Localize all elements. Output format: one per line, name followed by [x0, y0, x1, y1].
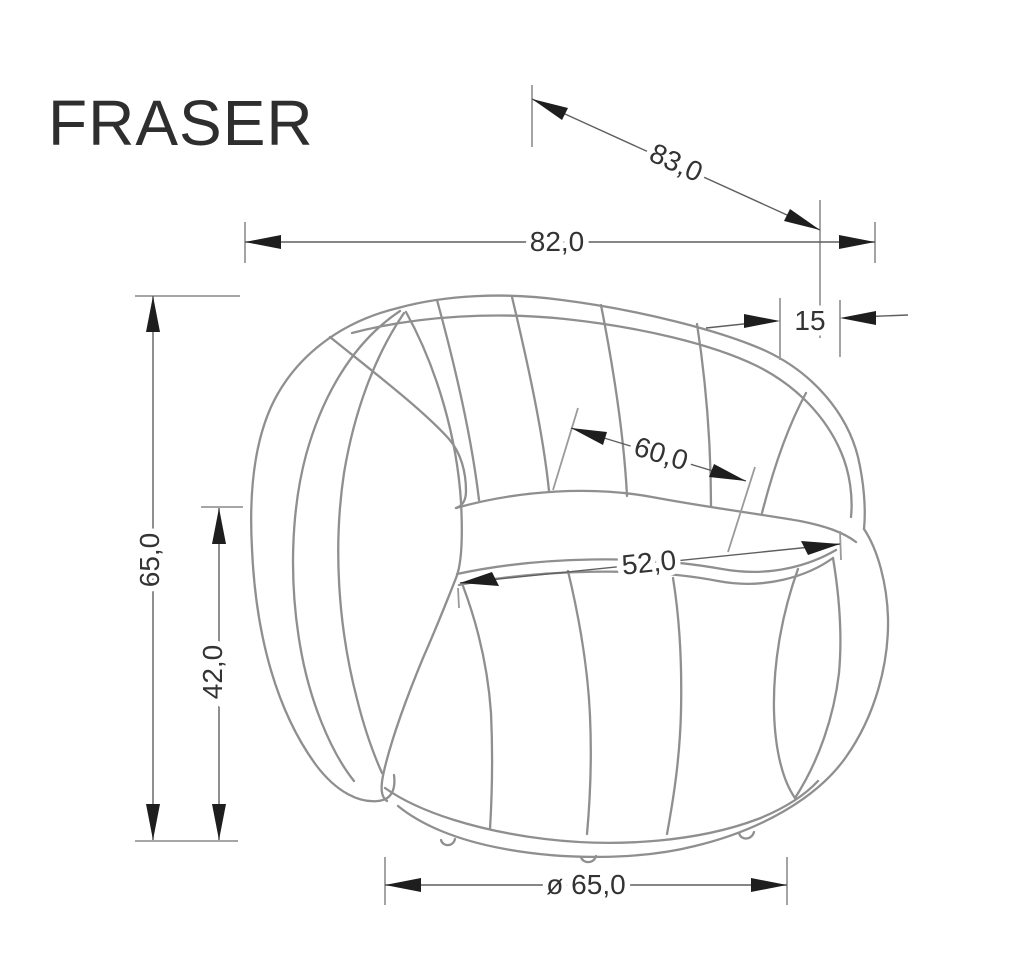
dim-seat-height: 42,0 [192, 506, 243, 840]
arrowhead [571, 428, 607, 445]
chair-base-plinth [383, 779, 820, 844]
chair-back-seat-seam [454, 489, 858, 544]
arrowhead [245, 235, 281, 249]
chair-back-left-bowl-edge [328, 335, 468, 510]
chair-seat-rim-lower [457, 556, 835, 587]
dim-overall-height: 65,0 [129, 295, 240, 842]
chair-back-channel-seam [695, 322, 713, 508]
dim-label-seat-height: 42,0 [197, 645, 228, 700]
chair-back-channel-seam [510, 295, 551, 493]
arrowhead [744, 314, 780, 328]
chair-seat-channel-seam [461, 584, 494, 831]
chair-seat-channel-seam [772, 567, 800, 800]
chair-foot [737, 830, 756, 840]
dim-label-base-diameter: ø 65,0 [546, 869, 625, 900]
dim-label-backrest-thickness: 15 [794, 305, 825, 336]
chair-left-arm-channel-seam [337, 311, 406, 775]
chair-seat-rim-upper [455, 548, 838, 576]
arrowhead [212, 508, 226, 544]
arrowhead [801, 541, 840, 555]
chair-foot [439, 837, 457, 847]
arrowhead [784, 209, 820, 230]
chair-back-outer-outline [396, 294, 866, 531]
chair-left-arm-inner [380, 310, 463, 803]
dim-backrest-width: 60,0 [552, 407, 756, 553]
product-title: FRASER [48, 87, 314, 159]
arrowhead [385, 878, 421, 892]
arrowhead [212, 804, 226, 840]
chair-bottom-outline [396, 804, 697, 859]
arrowhead [839, 235, 875, 249]
dim-label-overall-width: 82,0 [530, 226, 585, 257]
arrowhead [532, 99, 568, 120]
extension-line [457, 587, 460, 609]
chair-left-arm-outer [250, 306, 400, 803]
arrowhead [460, 572, 499, 586]
dim-label-backrest-width: 60,0 [631, 431, 692, 477]
arrowhead [146, 296, 160, 332]
dimension-line [459, 543, 841, 584]
dim-overall-width: 82,0 [244, 221, 876, 263]
arrowhead [146, 804, 160, 840]
chair-drawing [250, 294, 890, 864]
dimension-line [531, 98, 821, 231]
chair-foot [579, 854, 598, 864]
dim-label-overall-height: 65,0 [134, 533, 165, 588]
extension-line [552, 407, 579, 491]
extension-line [839, 530, 842, 561]
dim-diagonal-depth: 83,0 [531, 85, 821, 338]
chair-seat-channel-seam [665, 576, 683, 836]
chair-seat-channel-seam [566, 569, 592, 836]
chair-back-channel-seam [599, 303, 629, 498]
chair-right-side-outline [693, 527, 890, 848]
extension-line [727, 466, 756, 553]
chair-seat-channel-seam [793, 556, 842, 800]
arrowhead [751, 878, 787, 892]
dim-label-diagonal-depth: 83,0 [645, 137, 707, 188]
dim-label-seat-width: 52,0 [620, 544, 677, 581]
dim-backrest-thickness: 15 [705, 298, 909, 360]
chair-back-channel-seam [435, 298, 481, 502]
chair-back-channel-seam [760, 391, 808, 515]
arrowhead [840, 311, 876, 325]
arrowhead [709, 464, 746, 481]
chair-left-arm-channel-seam [291, 309, 402, 783]
chair-back-inner-rim [350, 314, 853, 519]
dim-base-diameter: ø 65,0 [384, 857, 788, 906]
